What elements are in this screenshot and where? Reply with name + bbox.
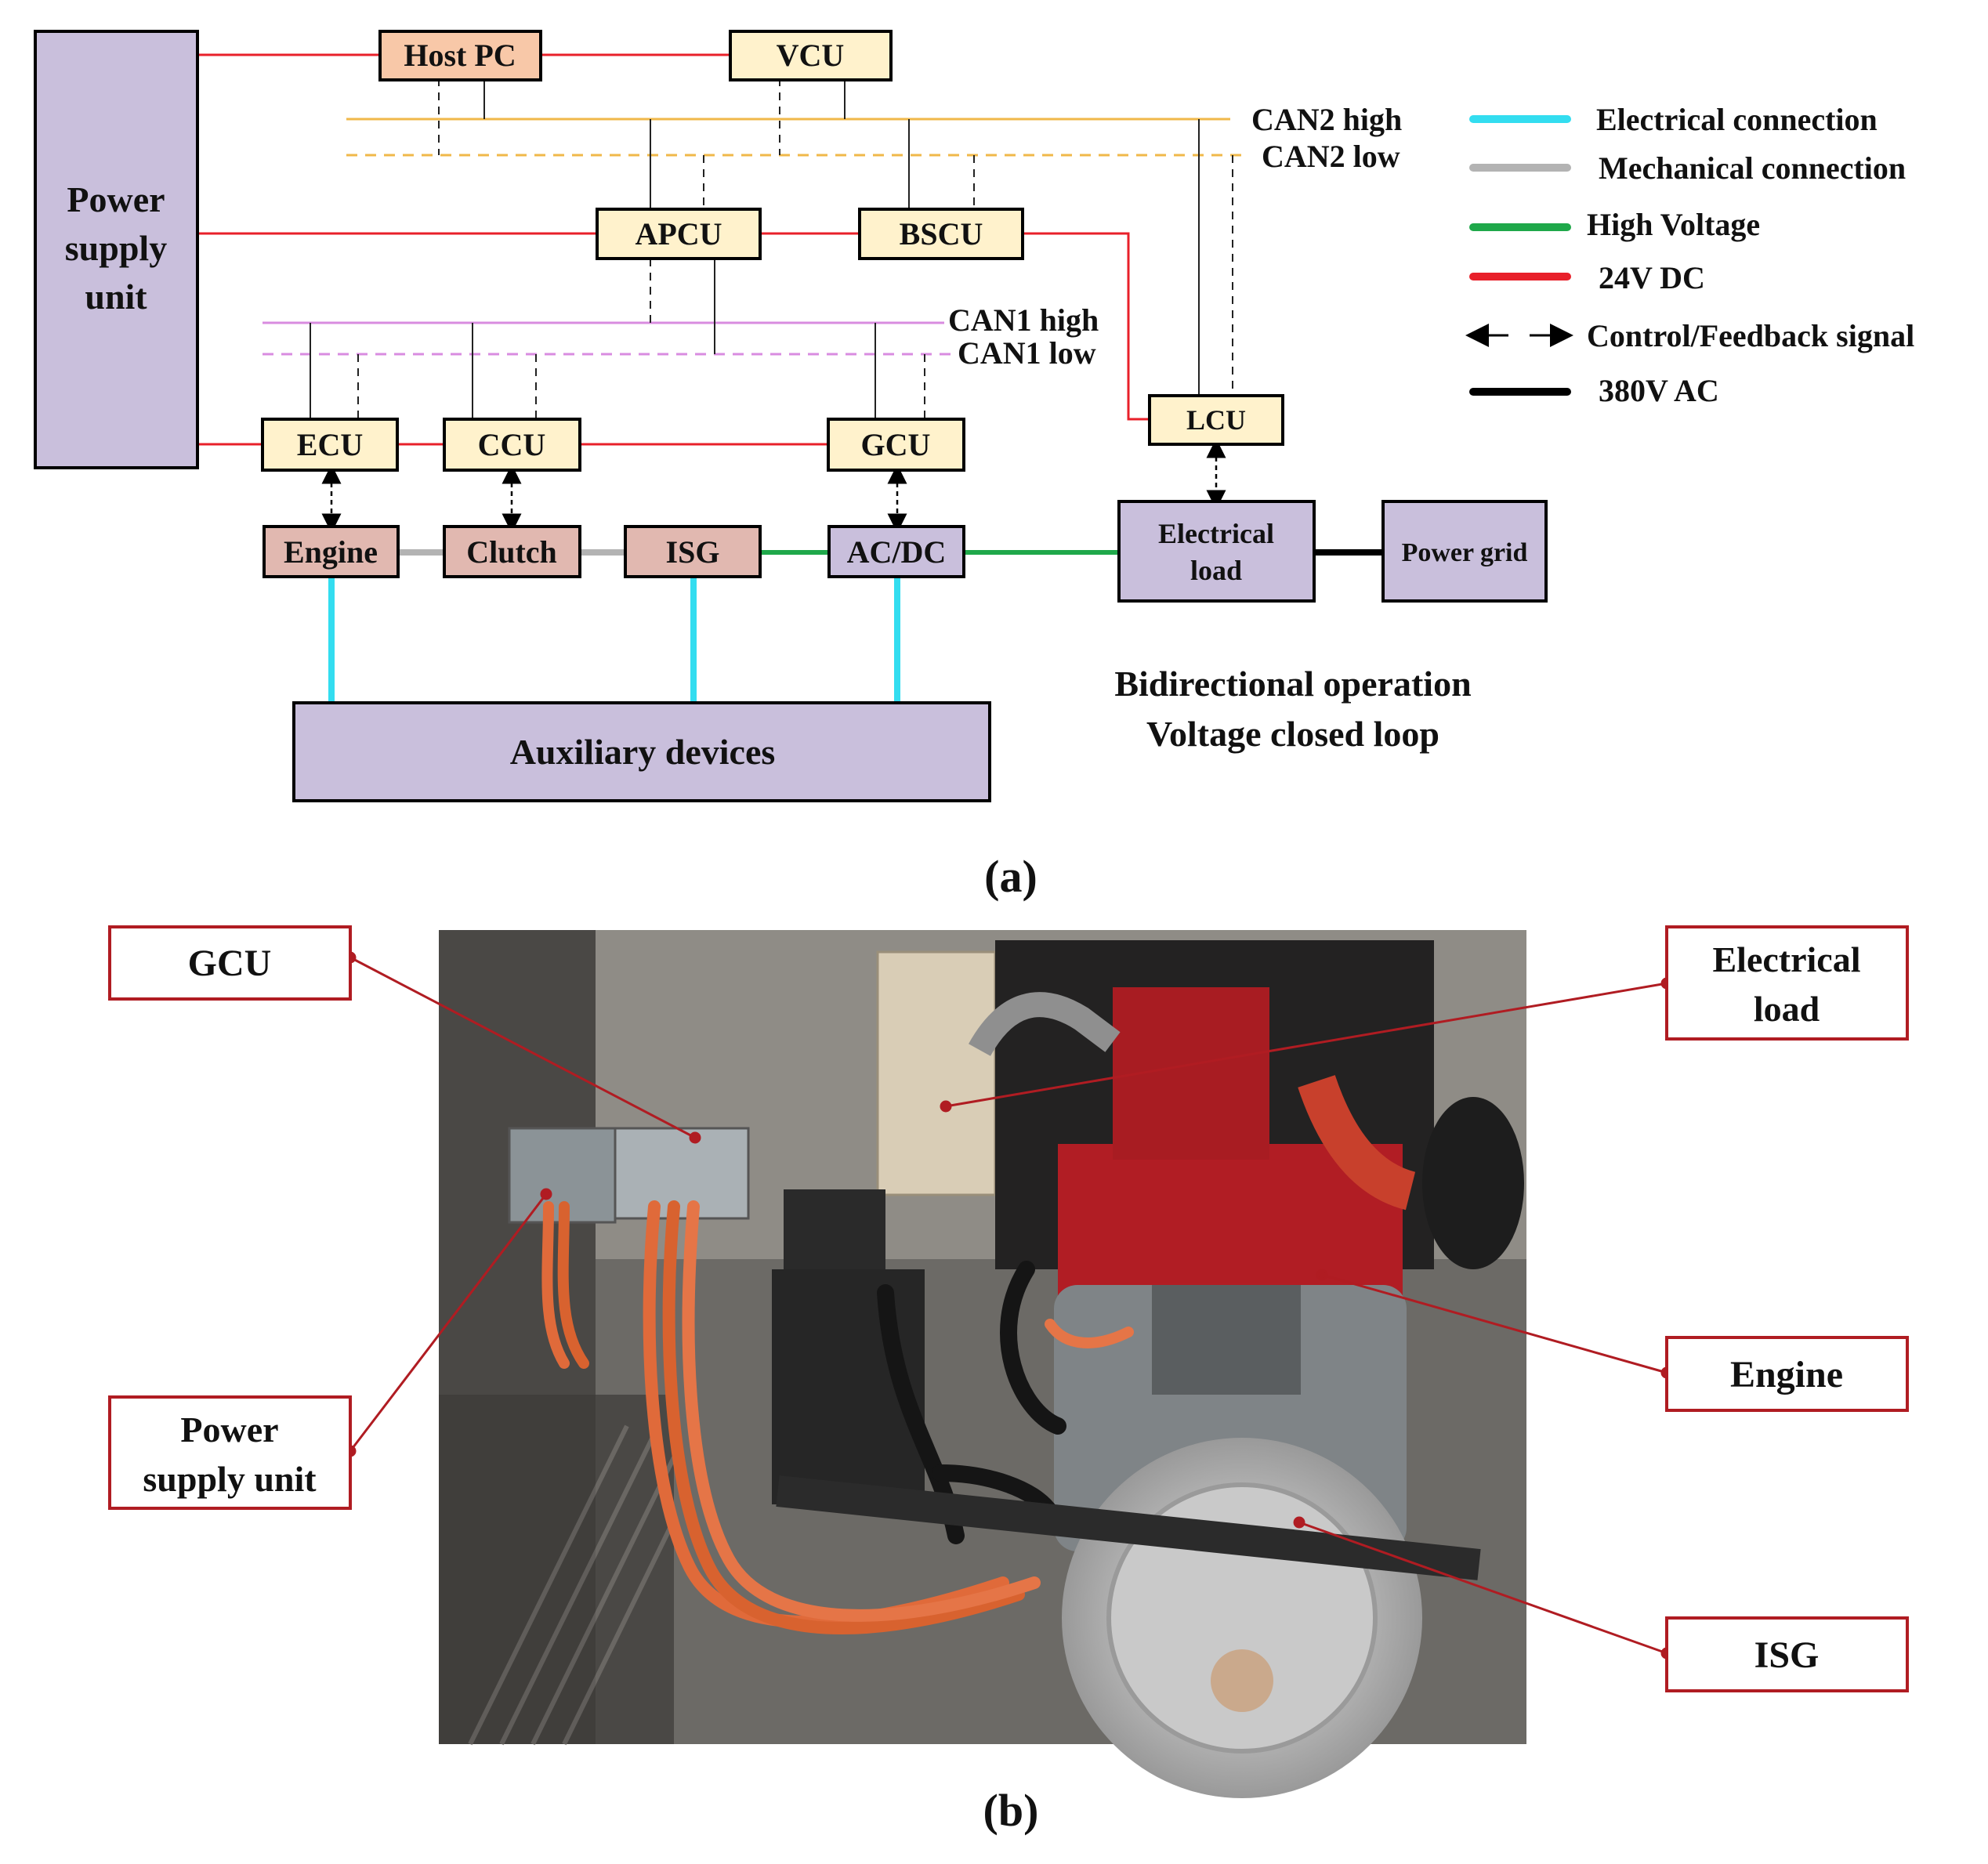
clutch-box: Clutch: [443, 525, 581, 578]
ccu-box: CCU: [443, 418, 581, 472]
legend-label-380v: 380V AC: [1599, 373, 1719, 408]
power-supply-line-2: supply: [65, 228, 167, 268]
callout-isg: ISG: [1665, 1616, 1909, 1692]
callout-isg-label: ISG: [1754, 1634, 1820, 1676]
acdc-label: AC/DC: [847, 534, 947, 570]
lcu-box: LCU: [1148, 394, 1284, 446]
electrical-load-cabinet: [876, 950, 997, 1196]
can1-low-label: CAN1 low: [958, 335, 1096, 371]
electrical-lines: [328, 578, 900, 703]
legend-label-high-voltage: High Voltage: [1587, 207, 1760, 242]
can2-low-label: CAN2 low: [1262, 139, 1400, 174]
can2-high-label: CAN2 high: [1251, 102, 1402, 137]
bidirectional-line-1: Bidirectional operation: [1114, 664, 1471, 704]
bscu-box: BSCU: [858, 208, 1024, 260]
legend-high-voltage: High Voltage: [1469, 207, 1760, 242]
electrical-load-box: Electrical load: [1117, 500, 1316, 603]
power-grid-box: Power grid: [1381, 500, 1548, 603]
bscu-label: BSCU: [900, 216, 983, 252]
legend: Electrical connection Mechanical connect…: [1465, 102, 1914, 408]
isg-box: ISG: [624, 525, 762, 578]
apcu-box: APCU: [596, 208, 762, 260]
can1-bus: [263, 321, 954, 356]
electrical-load-line-2: load: [1190, 555, 1242, 586]
engine-label: Engine: [284, 534, 378, 570]
power-grid-label: Power grid: [1402, 538, 1528, 567]
isg-label: ISG: [666, 534, 720, 570]
legend-label-24v: 24V DC: [1599, 260, 1705, 295]
gcu-photo: [614, 1127, 750, 1220]
bidirectional-line-2: Voltage closed loop: [1146, 714, 1439, 754]
ecu-label: ECU: [297, 427, 363, 462]
floor-grating: [439, 1395, 676, 1746]
can-drops: [310, 78, 1233, 419]
caption-a: (a): [984, 851, 1037, 902]
auxiliary-devices-box: Auxiliary devices: [292, 701, 991, 802]
legend-label-electrical: Electrical connection: [1596, 102, 1878, 137]
lcu-label: LCU: [1186, 404, 1246, 436]
power-supply-line-3: unit: [85, 277, 147, 317]
callout-power-supply-line-1: Power: [180, 1410, 278, 1450]
can2-bus: [346, 118, 1242, 157]
gcu-box: GCU: [827, 418, 965, 472]
callout-electrical-load-line-1: Electrical: [1712, 939, 1860, 979]
legend-electrical: Electrical connection: [1469, 102, 1878, 137]
callout-gcu: GCU: [108, 925, 352, 1001]
legend-mechanical: Mechanical connection: [1469, 150, 1906, 186]
control-feedback-arrows: [321, 438, 1226, 534]
engine-box: Engine: [263, 525, 400, 578]
acdc-box: AC/DC: [827, 525, 965, 578]
caption-b: (b): [983, 1785, 1039, 1836]
callout-engine: Engine: [1665, 1336, 1909, 1412]
vcu-box: VCU: [729, 30, 893, 81]
can1-high-label: CAN1 high: [948, 302, 1099, 338]
gcu-label: GCU: [861, 427, 931, 462]
ccu-label: CCU: [478, 427, 546, 462]
auxiliary-devices-label: Auxiliary devices: [510, 732, 776, 772]
callout-electrical-load-line-2: load: [1754, 989, 1820, 1029]
legend-control: Control/Feedback signal: [1465, 318, 1914, 353]
apcu-label: APCU: [635, 216, 722, 252]
legend-380v: 380V AC: [1469, 373, 1719, 408]
ecu-box: ECU: [261, 418, 399, 472]
callout-power-supply: Power supply unit: [108, 1395, 352, 1510]
callout-lines: [344, 951, 1673, 1660]
vcu-label: VCU: [777, 38, 845, 73]
callout-engine-label: Engine: [1730, 1354, 1843, 1395]
dc-24v-lines: [198, 53, 1150, 446]
electrical-load-line-1: Electrical: [1158, 518, 1274, 549]
callout-electrical-load: Electrical load: [1665, 925, 1909, 1041]
host-pc-label: Host PC: [404, 38, 516, 73]
legend-label-mechanical: Mechanical connection: [1599, 150, 1906, 186]
power-supply-box: Power supply unit: [34, 30, 199, 469]
callout-power-supply-line-2: supply unit: [143, 1459, 317, 1499]
legend-label-control: Control/Feedback signal: [1587, 318, 1914, 353]
clutch-label: Clutch: [466, 534, 557, 570]
legend-24v: 24V DC: [1469, 260, 1705, 295]
test-bench-photo: [439, 930, 1526, 1798]
power-supply-line-1: Power: [67, 179, 165, 219]
orange-hv-cables: [541, 1200, 1134, 1635]
host-pc-box: Host PC: [378, 30, 542, 81]
callout-gcu-label: GCU: [188, 943, 272, 984]
